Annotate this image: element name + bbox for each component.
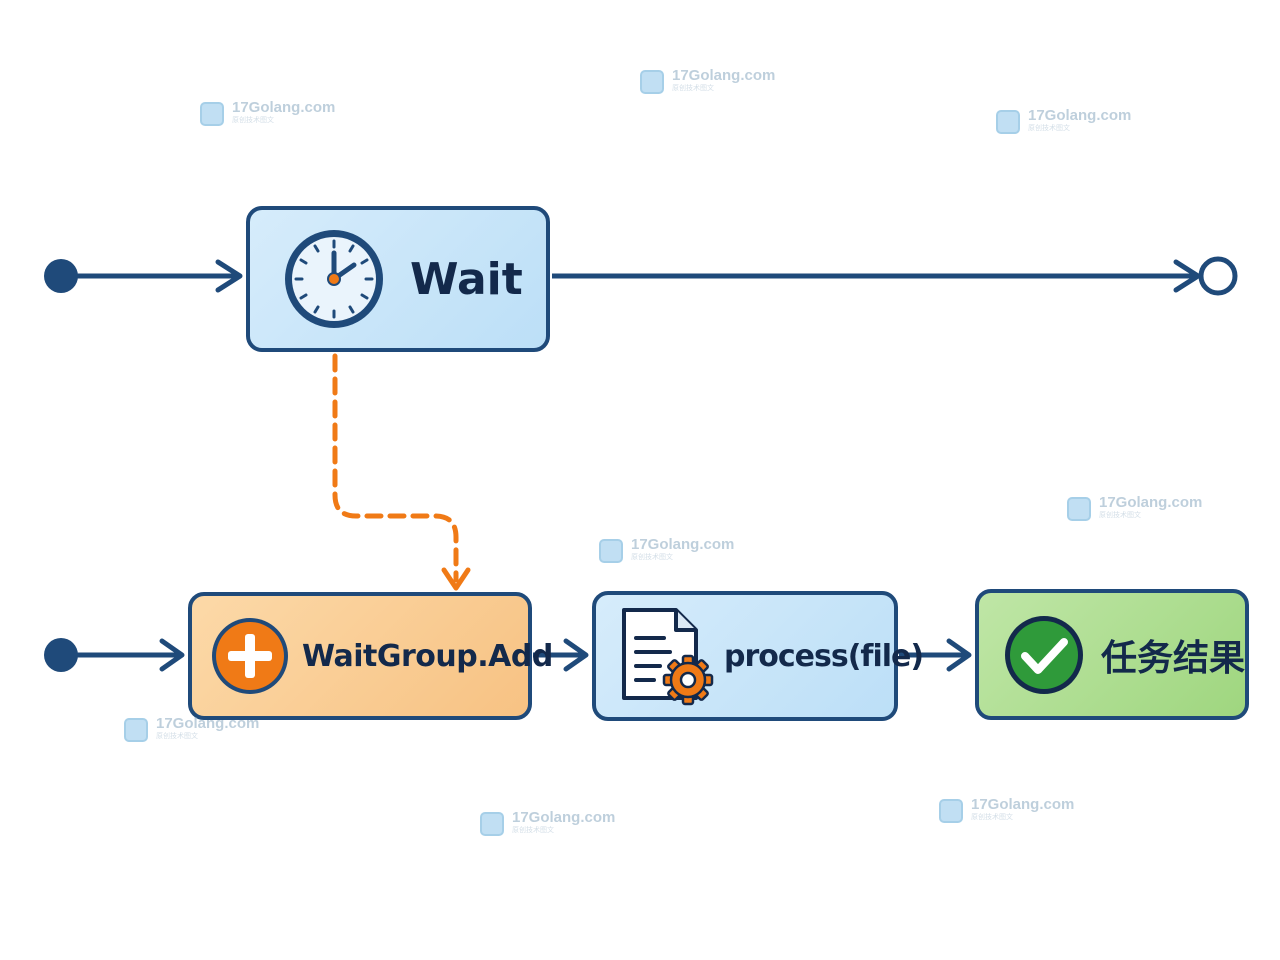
checkmark-circle-icon bbox=[1005, 615, 1083, 694]
dashed-link-wait-to-add bbox=[332, 353, 459, 583]
arrowhead-to-wait bbox=[215, 259, 243, 293]
wait-node: Wait bbox=[246, 206, 550, 352]
waitgroup-add-label: WaitGroup.Add bbox=[302, 638, 553, 674]
process-file-label: process(file) bbox=[724, 638, 924, 674]
arrowhead-to-process bbox=[563, 638, 589, 672]
task-result-node: 任务结果 bbox=[975, 589, 1249, 720]
start-dot-bottom bbox=[44, 638, 78, 672]
process-file-node: process(file) bbox=[592, 591, 924, 721]
arrowhead-to-result bbox=[946, 638, 972, 672]
start-dot-top bbox=[44, 259, 78, 293]
task-result-label: 任务结果 bbox=[1101, 637, 1246, 679]
dashed-link-arrowhead bbox=[441, 567, 471, 591]
arrowhead-to-add bbox=[159, 638, 185, 672]
arrowhead-to-end bbox=[1173, 259, 1201, 293]
end-circle-top bbox=[1198, 256, 1238, 296]
clock-icon bbox=[285, 230, 383, 328]
wait-label: Wait bbox=[410, 253, 523, 305]
document-gear-icon bbox=[622, 608, 714, 706]
plus-circle-icon bbox=[212, 618, 288, 694]
waitgroup-add-node: WaitGroup.Add bbox=[188, 592, 553, 720]
